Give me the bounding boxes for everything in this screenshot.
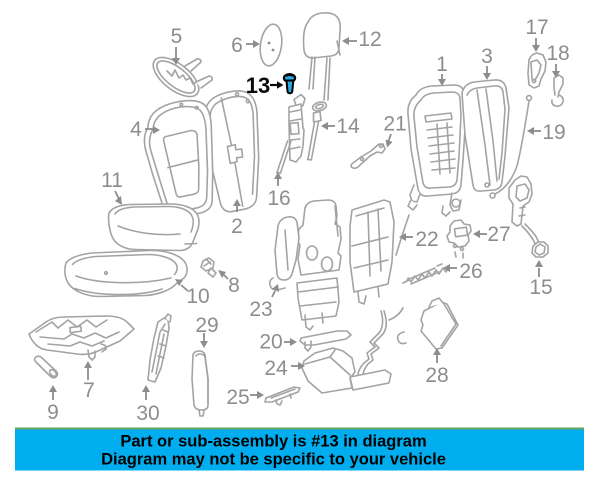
- svg-text:26: 26: [459, 260, 482, 283]
- svg-text:Diagram may not be specific to: Diagram may not be specific to your vehi…: [101, 451, 446, 469]
- svg-text:2: 2: [231, 215, 243, 238]
- svg-text:28: 28: [425, 364, 448, 387]
- svg-text:6: 6: [231, 34, 243, 57]
- svg-text:13: 13: [246, 73, 270, 98]
- svg-text:1: 1: [436, 53, 448, 76]
- svg-text:30: 30: [136, 402, 159, 425]
- svg-text:21: 21: [383, 113, 406, 136]
- svg-text:7: 7: [83, 379, 95, 402]
- svg-text:25: 25: [226, 386, 249, 409]
- svg-text:Part or sub-assembly is #13 in: Part or sub-assembly is #13 in diagram: [120, 433, 426, 451]
- svg-text:11: 11: [101, 169, 123, 192]
- svg-text:10: 10: [186, 285, 209, 308]
- svg-text:8: 8: [228, 274, 240, 297]
- svg-text:5: 5: [171, 25, 183, 48]
- svg-text:19: 19: [542, 121, 565, 144]
- svg-text:24: 24: [264, 357, 288, 380]
- svg-text:27: 27: [487, 223, 510, 246]
- svg-text:20: 20: [259, 331, 282, 354]
- svg-text:17: 17: [525, 16, 548, 39]
- svg-text:4: 4: [130, 118, 142, 141]
- svg-text:22: 22: [415, 228, 438, 251]
- svg-text:16: 16: [267, 187, 290, 210]
- svg-text:12: 12: [358, 28, 381, 51]
- svg-text:9: 9: [47, 401, 59, 424]
- svg-text:14: 14: [336, 115, 360, 138]
- svg-text:18: 18: [546, 42, 569, 65]
- svg-text:29: 29: [195, 314, 218, 337]
- svg-text:23: 23: [249, 298, 272, 321]
- svg-text:15: 15: [529, 276, 552, 299]
- svg-text:3: 3: [481, 45, 493, 68]
